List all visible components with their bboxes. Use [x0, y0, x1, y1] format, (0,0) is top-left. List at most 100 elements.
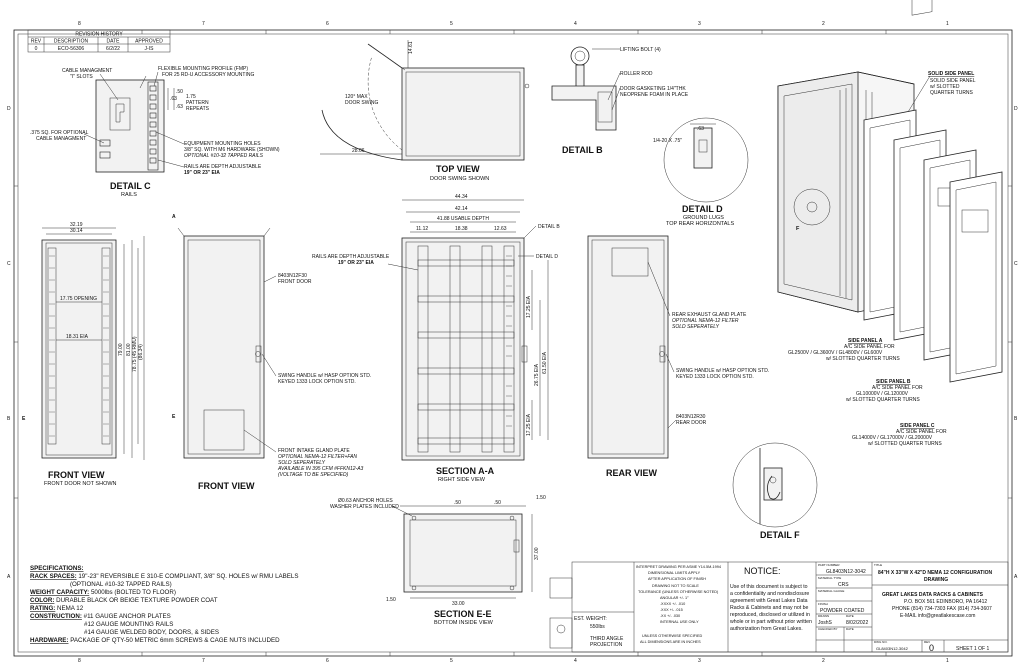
revision-heading: REVISION HISTORY: [75, 32, 123, 38]
notice-2: a confidentiality and nondisclosure: [730, 591, 809, 597]
detail-c-rails-1: RAILS ARE DEPTH ADJUSTABLE: [184, 164, 262, 170]
drawing-title-1: 84"H X 33"W X 42"D NEMA 12 CONFIGURATION: [878, 570, 992, 576]
rev-value: 0: [929, 643, 934, 653]
top-view-swing-1: 120° MAX: [345, 94, 368, 100]
detail-c-optional-1: .375 SQ. FOR OPTIONAL: [30, 130, 89, 136]
notice-6: whole or in part without prior written: [730, 619, 812, 625]
side-panel-a-2: GL2500V / GL3600V / GL4800V / GL600V: [788, 350, 883, 356]
detail-c-pattern-3: REPEATS: [186, 106, 210, 112]
section-aa-depth-5: 18.38: [455, 226, 468, 232]
third-angle-2: PROJECTION: [590, 642, 623, 648]
rear-view-swing-2: KEYED 1333 LOCK OPTION STD.: [676, 374, 754, 380]
revision-header-description: DESCRIPTION: [54, 39, 89, 45]
section-aa-detail-d: DETAIL D: [536, 254, 558, 260]
side-panel-b-title: SIDE PANEL B: [876, 379, 911, 385]
section-ee-dim-4: 37.00: [534, 547, 540, 560]
front-door-part-2: FRONT DOOR: [278, 279, 312, 285]
side-panel-c: [949, 171, 1003, 383]
revision-description: ECO-56306: [58, 46, 85, 52]
detail-c-pattern-1: 1.75: [186, 94, 196, 100]
specs-line-3: WEIGHT CAPACITY: 5000lbs (BOLTED TO FLOO…: [30, 589, 176, 596]
section-aa-subtitle: RIGHT SIDE VIEW: [438, 477, 486, 483]
row-label-a-right: A: [1014, 574, 1018, 580]
section-aa-depth-1: 44.34: [455, 194, 468, 200]
specs-rating-value: NEMA 12: [55, 605, 83, 612]
detail-d-subtitle-1: GROUND LUGS: [683, 215, 724, 221]
front-view-height-4: (86.34): [138, 344, 144, 360]
side-panel-a-1: A/C SIDE PANEL FOR: [844, 344, 895, 350]
side-panel-b-2: GL10000V / GL12000V: [856, 391, 909, 397]
section-aa-vert-2: 26.75 EIA: [534, 363, 540, 386]
detail-c-equip-3: OPTIONAL #10-32 TAPPED RAILS: [184, 153, 264, 159]
specs-weight-label: WEIGHT CAPACITY:: [30, 589, 89, 596]
section-aa-detail-b: DETAIL B: [538, 224, 560, 230]
section-ee-anchor-2: WASHER PLATES INCLUDED: [330, 504, 399, 510]
row-label-c-right: C: [1014, 261, 1018, 267]
drawn-date-label: DATE: [846, 614, 854, 618]
rear-view-part-1: 8403N12R30: [676, 414, 706, 420]
company-address-2: PHONE (814) 734-7303 FAX (814) 734-3607: [892, 606, 992, 612]
col-label-4: 4: [574, 21, 577, 27]
third-angle-1: THIRD ANGLE: [590, 636, 624, 642]
solid-panel-1: SOLID SIDE PANEL: [930, 78, 976, 84]
specs-hardware-value: PACKAGE OF QTY-50 METRIC 6mm SCREWS & CA…: [69, 637, 281, 644]
sheet-count: SHEET 1 OF 1: [956, 646, 989, 652]
section-aa-title: SECTION A-A: [436, 466, 495, 476]
section-ee-anchor-1: Ø0.63 ANCHOR HOLES: [338, 498, 393, 504]
title-label: TITLE: [874, 563, 882, 567]
section-ee-title: SECTION E-E: [434, 609, 492, 619]
detail-c-title: DETAIL C: [110, 181, 151, 191]
specs-line-6: CONSTRUCTION: #11 GAUGE ANCHOR PLATES: [30, 613, 171, 620]
specs-weight-value: 5000lbs (BOLTED TO FLOOR): [89, 589, 176, 596]
part-number-label: PART NUMBER: [818, 563, 840, 567]
detail-c: .63 .50 .63 1.75 PATTERN REPEATS CABLE M…: [30, 66, 280, 198]
col-label-7-bottom: 7: [202, 658, 205, 663]
front-view-height-1: 79.00: [118, 343, 124, 356]
side-panel-c-title: SIDE PANEL C: [900, 423, 935, 429]
title-block: EST. WEIGHT: 550lbs THIRD ANGLE PROJECTI…: [549, 561, 1009, 653]
col-label-7: 7: [202, 21, 205, 27]
front-view-opening: 17.75 OPENING: [60, 296, 97, 302]
detail-c-pattern-2: PATTERN: [186, 100, 209, 106]
section-ee-dim-5: .50: [454, 500, 461, 506]
col-label-1-bottom: 1: [946, 658, 949, 663]
est-weight-label: EST. WEIGHT:: [574, 616, 607, 622]
col-label-6: 6: [326, 21, 329, 27]
rear-view-exhaust-1: REAR EXHAUST GLAND PLATE: [672, 312, 747, 318]
section-aa-depth-2: 42.14: [455, 206, 468, 212]
front-view-subtitle: FRONT DOOR NOT SHOWN: [44, 481, 117, 487]
part-number: GL8403N12-3042: [826, 569, 866, 575]
material-type: CRS: [838, 582, 849, 588]
front-door-section-a: A: [172, 214, 176, 220]
company-address-1: P.O. BOX 561 EDINBORO, PA 16412: [904, 599, 987, 605]
section-aa-rails-1: RAILS ARE DEPTH ADJUSTABLE: [312, 254, 390, 260]
material-type-label: MATERIAL TYPE: [818, 576, 841, 580]
tolerance-12: ALL DIMENSIONS ARE IN INCHES: [640, 640, 701, 644]
row-label-c: C: [7, 261, 11, 267]
rear-view-exhaust-3: SOLD SEPERATELY: [672, 324, 720, 330]
section-aa-vert-1: 17.25 EIA: [526, 295, 532, 318]
notice-5: reproduced, disclosed or utilized in: [730, 612, 810, 618]
top-view: 14.61 28.06 120° MAX DOOR SWING TOP VIEW…: [320, 40, 530, 182]
revision-header-approved: APPROVED: [135, 39, 163, 45]
side-panel-a-3: w/ SLOTTED QUARTER TURNS: [826, 356, 900, 362]
front-door-swing-1: SWING HANDLE w/ HASP OPTION STD.: [278, 373, 371, 379]
section-aa-rails-2: 19" OR 23" EIA: [338, 260, 374, 266]
detail-c-subtitle: RAILS: [121, 192, 137, 198]
detail-c-optional-2: CABLE MANAGMENT: [36, 136, 86, 142]
solid-panel-title: SOLID SIDE PANEL: [928, 71, 974, 77]
front-door-intake-2: OPTIONAL NEMA-12 FILTER+FAN: [278, 454, 357, 460]
revision-date: 6/2/22: [106, 46, 120, 52]
col-label-2: 2: [822, 21, 825, 27]
tolerance-11: UNLESS OTHERWISE SPECIFIED: [642, 634, 703, 638]
detail-c-dim-3: .63: [176, 104, 183, 110]
side-panel-a-title: SIDE PANEL A: [848, 338, 883, 344]
detail-c-equip-1: EQUIPMENT MOUNTING HOLES: [184, 141, 261, 147]
front-view-eia: 18.31 EIA: [66, 334, 89, 340]
col-label-8: 8: [78, 21, 81, 27]
specs-rating-label: RATING:: [30, 605, 55, 612]
rev-label: REV: [924, 640, 930, 644]
solid-panel-2: w/ SLOTTED: [930, 84, 960, 90]
front-door-title: FRONT VIEW: [198, 481, 255, 491]
side-panel-c-3: w/ SLOTTED QUARTER TURNS: [868, 441, 942, 447]
